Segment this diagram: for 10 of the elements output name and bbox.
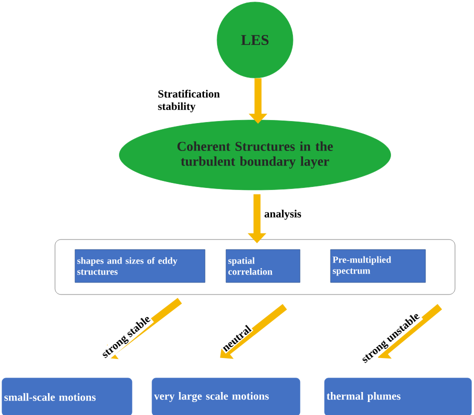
edge-label: Stratification stability — [158, 90, 220, 112]
analysis-box: spatial correlation — [226, 249, 300, 283]
result-box: very large scale motions — [152, 378, 300, 415]
analysis-box: Pre-multiplied spectrum — [330, 249, 426, 283]
analysis-box: shapes and sizes of eddy structures — [74, 249, 206, 283]
edge-label: analysis — [264, 210, 302, 220]
result-box: thermal plumes — [324, 378, 472, 415]
result-box: small-scale motions — [2, 378, 132, 415]
arrow — [378, 304, 442, 359]
arrow — [220, 304, 287, 359]
